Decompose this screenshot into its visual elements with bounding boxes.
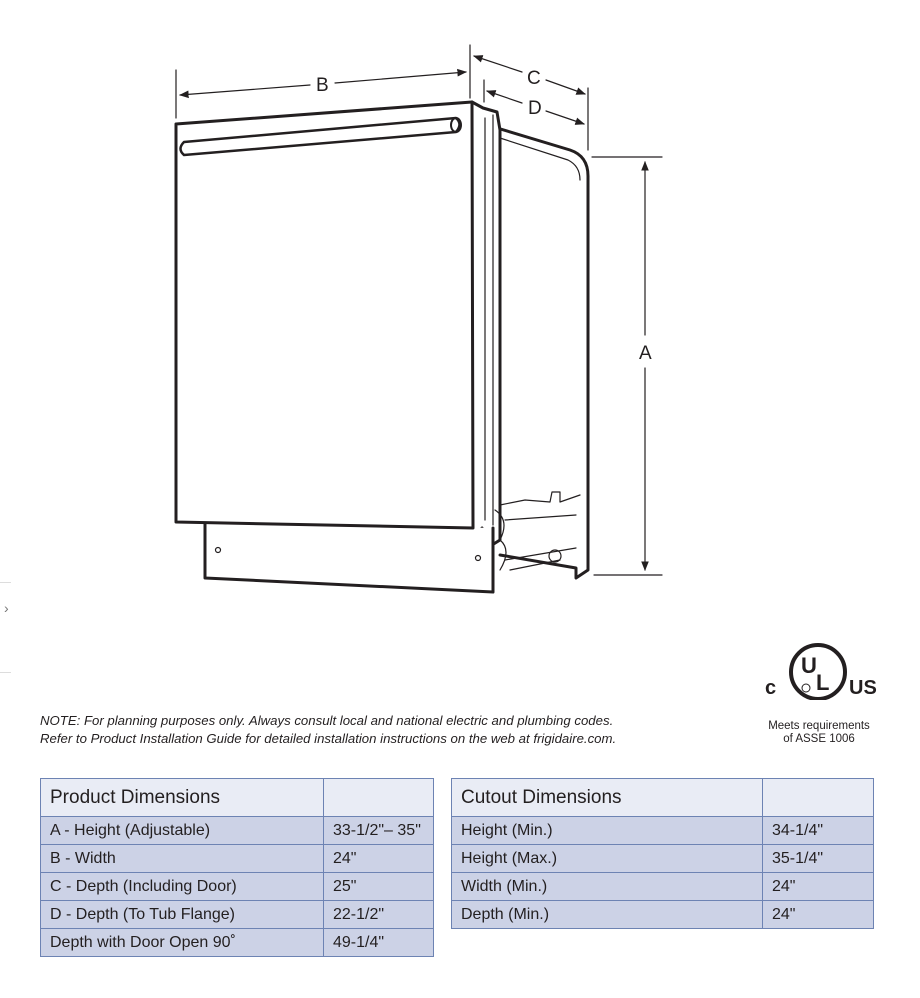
table-row: Depth with Door Open 90˚49-1/4"	[40, 928, 434, 957]
table-header-row: Product Dimensions	[40, 778, 434, 817]
kickplate	[203, 520, 495, 594]
table-row: Height (Min.)34-1/4"	[451, 816, 874, 845]
svg-text:L: L	[816, 670, 829, 695]
row-value: 25"	[323, 872, 434, 901]
dimension-c-line	[473, 55, 523, 73]
dimension-b-label: B	[316, 75, 329, 96]
table-row: Width (Min.)24"	[451, 872, 874, 901]
table-title: Product Dimensions	[40, 778, 324, 817]
row-label: D - Depth (To Tub Flange)	[40, 900, 324, 929]
dimension-a-label: A	[639, 343, 652, 364]
side-divider	[0, 672, 11, 673]
row-label: Height (Min.)	[451, 816, 763, 845]
row-value: 34-1/4"	[762, 816, 874, 845]
dimension-d-line	[486, 90, 523, 104]
product-dimensions-table: Product Dimensions A - Height (Adjustabl…	[40, 778, 434, 957]
ul-certification-logo: c US U L	[765, 643, 877, 700]
dimension-d-label: D	[528, 98, 542, 119]
row-value: 24"	[323, 844, 434, 873]
row-value: 35-1/4"	[762, 844, 874, 873]
empty-cell	[762, 778, 874, 817]
row-value: 22-1/2"	[323, 900, 434, 929]
cutout-dimensions-table: Cutout Dimensions Height (Min.)34-1/4" H…	[451, 778, 874, 929]
planning-note: NOTE: For planning purposes only. Always…	[40, 712, 616, 747]
door-front	[174, 100, 475, 530]
table-row: Depth (Min.)24"	[451, 900, 874, 929]
note-line: NOTE: For planning purposes only. Always…	[40, 713, 614, 728]
row-label: Depth (Min.)	[451, 900, 763, 929]
note-line: Refer to Product Installation Guide for …	[40, 730, 617, 746]
side-divider	[0, 582, 11, 583]
table-row: Height (Max.)35-1/4"	[451, 844, 874, 873]
svg-text:U: U	[801, 653, 817, 678]
dimension-b-line	[179, 84, 311, 99]
chevron-right-icon[interactable]: ›	[4, 600, 9, 616]
table-row: A - Height (Adjustable)33-1/2"– 35"	[40, 816, 434, 845]
row-value: 49-1/4"	[323, 928, 434, 957]
svg-text:c: c	[765, 677, 776, 699]
door-edge	[470, 100, 502, 547]
table-header-row: Cutout Dimensions	[451, 778, 874, 817]
caption-line: of ASSE 1006	[783, 733, 855, 745]
table-title: Cutout Dimensions	[451, 778, 763, 817]
row-value: 33-1/2"– 35"	[323, 816, 434, 845]
dimension-c-label: C	[527, 68, 541, 89]
empty-cell	[323, 778, 434, 817]
caption-line: Meets requirements	[768, 720, 870, 732]
dishwasher-dimension-diagram: B C D A c US U L	[174, 44, 877, 700]
certification-caption: Meets requirements of ASSE 1006	[758, 720, 880, 746]
table-row: C - Depth (Including Door)25"	[40, 872, 434, 901]
row-label: Width (Min.)	[451, 872, 763, 901]
row-label: B - Width	[40, 844, 324, 873]
row-value: 24"	[762, 900, 874, 929]
row-label: Depth with Door Open 90˚	[40, 928, 324, 957]
row-label: C - Depth (Including Door)	[40, 872, 324, 901]
table-row: D - Depth (To Tub Flange)22-1/2"	[40, 900, 434, 929]
row-label: A - Height (Adjustable)	[40, 816, 324, 845]
row-label: Height (Max.)	[451, 844, 763, 873]
svg-text:US: US	[849, 677, 877, 699]
row-value: 24"	[762, 872, 874, 901]
tub-side	[495, 126, 590, 580]
